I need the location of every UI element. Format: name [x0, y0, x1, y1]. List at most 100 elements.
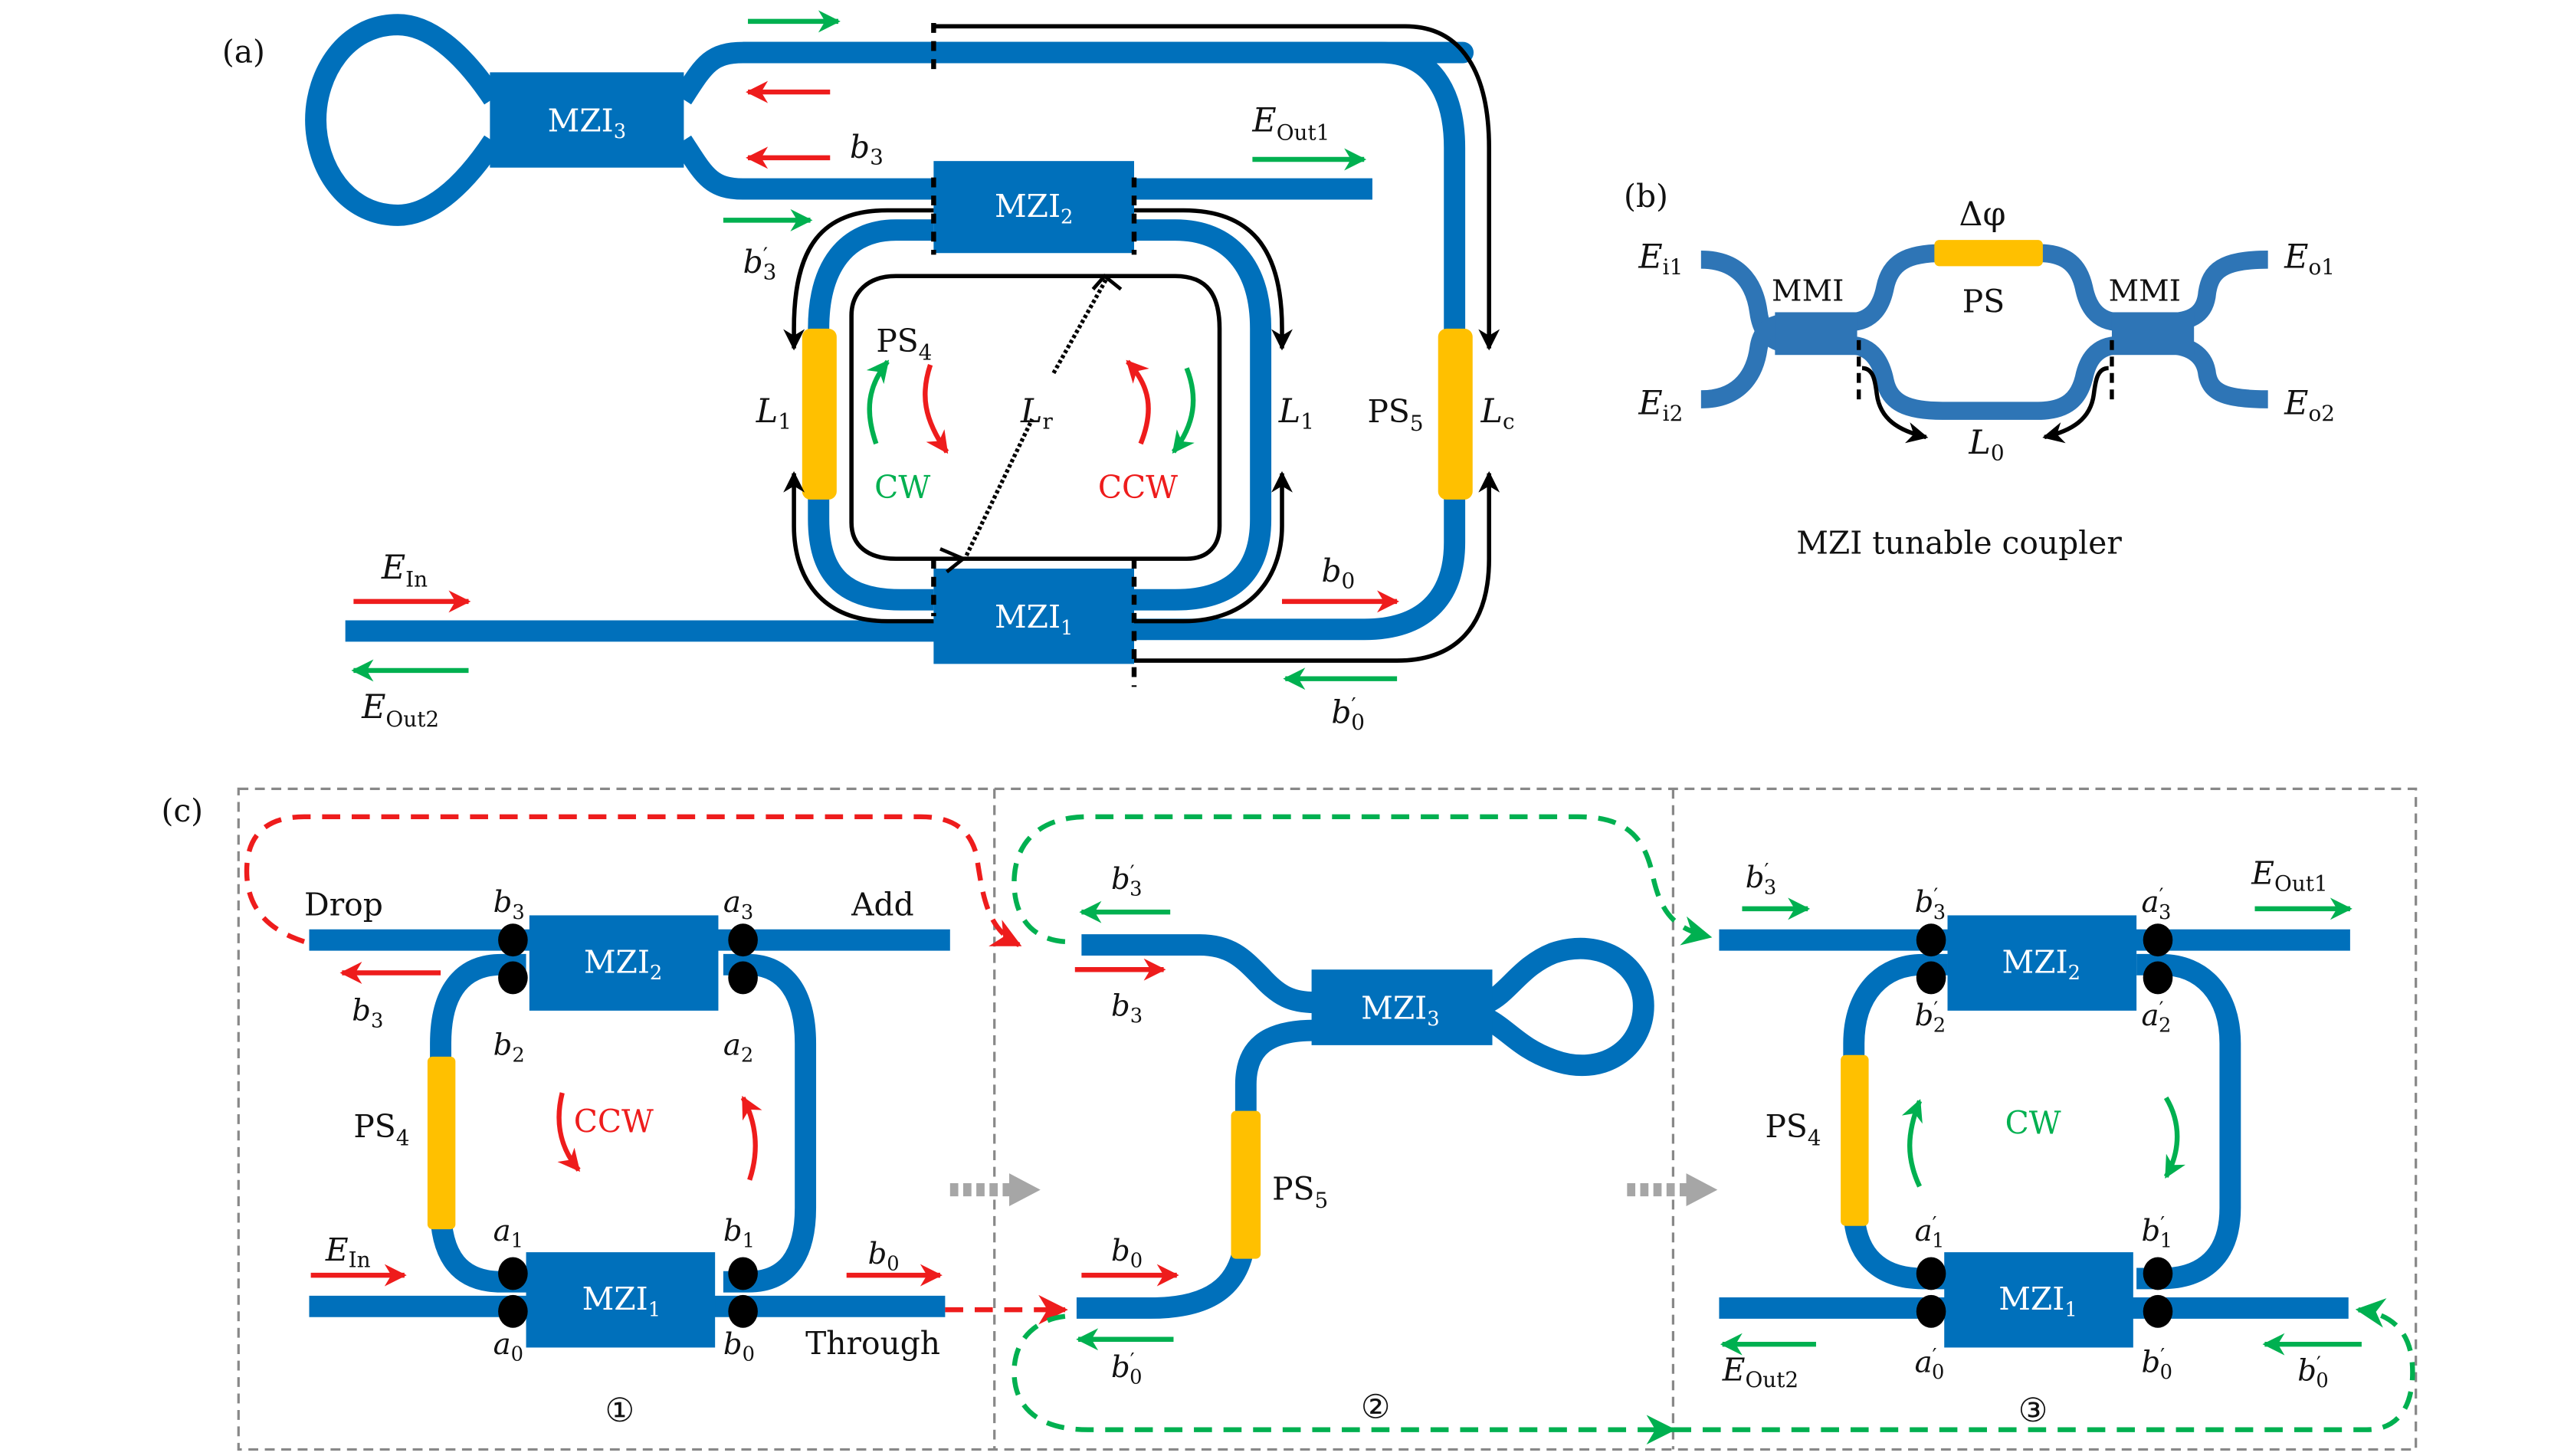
- mzi1-block: [933, 568, 1134, 664]
- l0-arrow-right: [2042, 366, 2110, 444]
- label-lc: Lc: [1480, 392, 1514, 435]
- s3-cw-arrow-right: [2163, 1096, 2186, 1179]
- s1-port-dot: [728, 923, 758, 957]
- lr-dotted-line-upper: [1051, 278, 1108, 375]
- mzi3-block: [490, 72, 684, 168]
- label-eout1: EOut1: [1251, 102, 1330, 146]
- s1-label-ps4: PS4: [353, 1108, 409, 1151]
- mzi2-block: [933, 161, 1134, 254]
- s3-port-a0: a′0: [1915, 1345, 1945, 1384]
- ring-waveguide-right: [1133, 219, 1272, 611]
- s1-port-dot: [498, 1294, 528, 1328]
- s3-label-b0p-in: b′0: [2297, 1353, 2329, 1392]
- mmi-right-block: [2111, 312, 2195, 356]
- s2-stage-number: ②: [1361, 1389, 1390, 1427]
- panel-b-tag: (b): [1624, 178, 1668, 215]
- s1-port-b1: b1: [723, 1214, 755, 1253]
- s3-label-eout2: EOut2: [1722, 1351, 1798, 1392]
- s1-label-arrow-b0: b0: [868, 1237, 900, 1276]
- s3-mzi2-block: [1947, 915, 2137, 1011]
- s2-label-b0: b0: [1111, 1234, 1143, 1273]
- l1-right-path-lower: [1133, 471, 1293, 624]
- s1-label-through: Through: [805, 1325, 940, 1362]
- panel-c: (c) MZI2 MZI1: [161, 787, 2418, 1451]
- label-b3: b3: [850, 129, 884, 170]
- s1-label-ein: EIn: [325, 1231, 371, 1273]
- s2-mzi3-block: [1311, 969, 1493, 1045]
- s2-label-ps5: PS5: [1272, 1170, 1328, 1213]
- s1-port-a2: a2: [723, 1028, 753, 1067]
- lc-path-line: [933, 24, 1500, 351]
- s3-port-dot: [2143, 1257, 2173, 1290]
- s3-port-b1: b′1: [2142, 1213, 2173, 1252]
- s3-label-ps4: PS4: [1765, 1108, 1821, 1151]
- s3-cw-arrow-left: [1901, 1099, 1923, 1188]
- ccw-arrow-left: [923, 364, 949, 454]
- s3-ps4-phase-shifter: [1841, 1054, 1869, 1226]
- mzi3-lower-arm: [673, 135, 940, 200]
- s1-ps4-phase-shifter: [427, 1056, 456, 1230]
- s3-port-a2: a′2: [2142, 998, 2172, 1037]
- label-eo2: Eo2: [2284, 384, 2335, 426]
- s1-port-dot: [498, 923, 528, 957]
- s1-stage-number: ①: [605, 1392, 634, 1430]
- s3-stage-number: ③: [2018, 1392, 2048, 1430]
- label-ps5: PS5: [1368, 393, 1424, 436]
- mzi3-label: MZI3: [548, 103, 626, 144]
- label-ps: PS: [1962, 283, 2005, 320]
- s1-port-a0: a0: [493, 1327, 523, 1366]
- s3-port-dot: [2143, 1294, 2173, 1328]
- ps5-phase-shifter: [1438, 328, 1473, 500]
- label-b0: b0: [1321, 553, 1355, 594]
- s2-upper-waveguide: [1081, 934, 1316, 1014]
- s3-port-a3: a′3: [2142, 884, 2172, 923]
- s1-port-dot: [728, 961, 758, 995]
- s1-port-b2: b2: [493, 1028, 525, 1067]
- s3-port-dot: [2143, 923, 2173, 957]
- s2-label-b3p: b′3: [1111, 861, 1143, 900]
- s1-drop-loop-path: [244, 814, 1022, 947]
- panel-c-tag: (c): [161, 792, 203, 829]
- label-eo1: Eo1: [2284, 238, 2335, 280]
- s1-mzi2-block: [529, 915, 719, 1011]
- ps-phase-shifter: [1934, 240, 2043, 267]
- s3-label-eout1: EOut1: [2251, 855, 2327, 897]
- s2-label-b3: b3: [1111, 989, 1143, 1028]
- stage-arrow-1: [949, 1173, 1041, 1207]
- l0-arrow-left: [1861, 366, 1929, 444]
- s3-port-dot: [1916, 923, 1946, 957]
- lr-arrowhead-upper: [1091, 274, 1123, 291]
- s3-mzi1-block: [1944, 1252, 2133, 1348]
- cw-arrow-right: [1171, 367, 1196, 454]
- mzi-b-lower-arm: [1848, 336, 2121, 420]
- s3-green-loop: [1673, 1298, 2415, 1432]
- s3-label-b3p-in: b′3: [1746, 860, 1777, 899]
- s1-ccw-arrow-right: [740, 1095, 762, 1181]
- label-cw: CW: [874, 469, 930, 506]
- s3-port-dot: [1916, 1257, 1946, 1290]
- s1-mzi2-label: MZI2: [584, 944, 662, 985]
- s3-mzi2-label: MZI2: [2002, 944, 2080, 985]
- ccw-arrow-right: [1126, 359, 1151, 445]
- s3-port-dot: [2143, 961, 2173, 995]
- s1-label-add: Add: [851, 886, 914, 923]
- mzi2-label: MZI2: [995, 188, 1073, 229]
- label-ei1: Ei1: [1638, 238, 1683, 280]
- s2-green-loop-lower: [1012, 1313, 1677, 1445]
- label-lr: Lr: [1020, 392, 1053, 435]
- label-b0-prime: b′0: [1331, 694, 1365, 735]
- s1-mzi1-block: [526, 1252, 716, 1348]
- panel-b-caption: MZI tunable coupler: [1796, 525, 2122, 562]
- s1-ccw-arrow-left: [556, 1092, 581, 1172]
- l1-left-path-upper: [783, 208, 934, 351]
- panel-b: (b) Ei1 Ei2 Eo1 Eo2 MMI MMI Δφ PS L0 MZI…: [1624, 178, 2335, 561]
- s3-port-a1: a′1: [1915, 1213, 1945, 1252]
- stage-3: MZI2 MZI1 CW PS4 EOut1 EOut2 b′3 b′0 b′3: [1673, 855, 2415, 1432]
- s2-mzi3-loop: [1482, 937, 1654, 1077]
- cw-arrow-left: [866, 359, 890, 445]
- s1-mzi1-label: MZI1: [582, 1281, 661, 1322]
- mmi-left-block: [1775, 312, 1857, 356]
- label-ei2: Ei2: [1638, 384, 1683, 426]
- s3-label-cw: CW: [2005, 1105, 2061, 1142]
- label-ein: EIn: [381, 549, 428, 592]
